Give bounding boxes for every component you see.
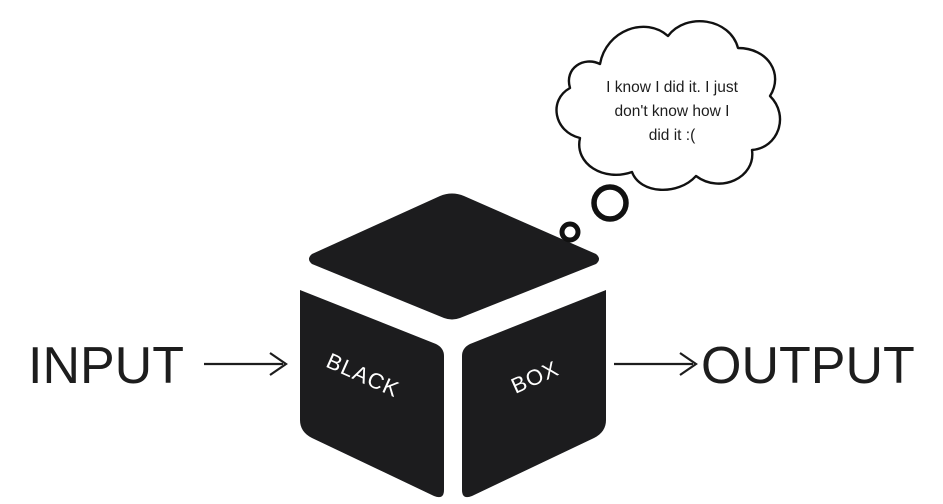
thought-trail (559, 184, 629, 243)
thought-dot-small (559, 221, 581, 243)
thought-dot-large (591, 184, 629, 222)
cube-top-face (309, 193, 599, 320)
thought-line-1: I know I did it. I just (606, 79, 738, 96)
input-arrow (204, 352, 288, 376)
output-arrow (614, 352, 698, 376)
output-label: OUTPUT (701, 337, 915, 395)
cube-left-face (300, 290, 444, 498)
input-label: INPUT (28, 337, 184, 395)
thought-line-3: did it :( (649, 127, 696, 144)
thought-line-2: don't know how I (615, 103, 730, 120)
thought-text: I know I did it. I just don't know how I… (606, 79, 738, 144)
black-box-cube: BLACK BOX (300, 193, 606, 498)
thought-cloud (555, 20, 782, 191)
cube-right-face (462, 290, 606, 498)
